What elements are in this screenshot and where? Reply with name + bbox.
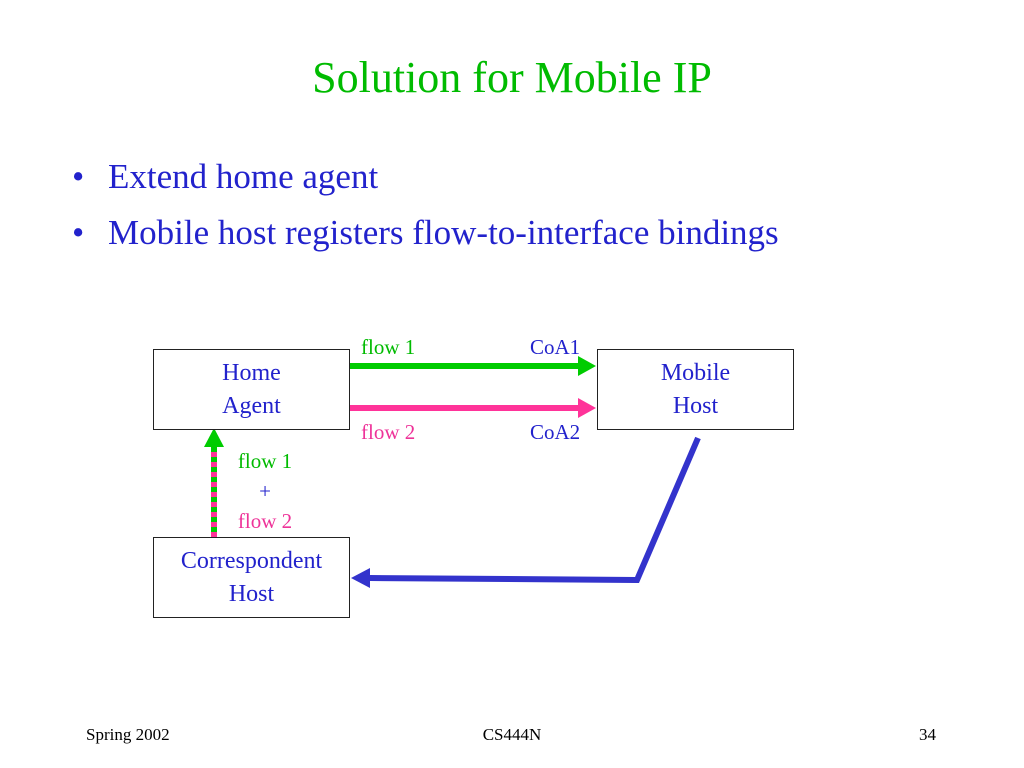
bullet-list: • Extend home agent • Mobile host regist…: [72, 152, 779, 264]
combined-flow-arrowhead-icon: [204, 428, 224, 447]
bullet-item: • Extend home agent: [72, 152, 779, 208]
mobile-host-label-line2: Host: [672, 392, 719, 419]
flow1-arrowhead-icon: [578, 356, 596, 376]
footer-left: Spring 2002: [86, 725, 170, 744]
flow1-arrow: [350, 356, 596, 376]
correspondent-host-label-line1: Correspondent: [180, 547, 323, 574]
bullet-item: • Mobile host registers flow-to-interfac…: [72, 208, 779, 264]
flow2-label: flow 2: [361, 420, 416, 444]
flow1-label: flow 1: [361, 335, 416, 359]
return-path-arrow: [351, 436, 701, 588]
coa1-label: CoA1: [530, 335, 581, 359]
combined-flow-label: flow 1 + flow 2: [226, 446, 304, 536]
return-path-shaft: [369, 436, 701, 584]
footer-center: CS444N: [482, 725, 542, 744]
bullet-dot-icon: •: [72, 213, 85, 252]
combined-flow-arrow: [204, 428, 224, 537]
flow2-arrow: [350, 398, 596, 418]
slide-title: Solution for Mobile IP: [312, 53, 712, 102]
correspondent-host-box: Correspondent Host: [153, 537, 350, 618]
bullet-dot-icon: •: [72, 157, 85, 196]
home-agent-label-line1: Home: [222, 359, 281, 386]
combined-flow-plus: +: [259, 479, 271, 503]
return-path-arrowhead-icon: [351, 568, 370, 588]
bullet-text: Extend home agent: [108, 157, 379, 196]
footer-page-number: 34: [919, 725, 936, 744]
combined-flow-line2: flow 2: [237, 509, 293, 533]
home-agent-label-line2: Agent: [222, 392, 281, 419]
bullet-text: Mobile host registers flow-to-interface …: [108, 213, 779, 252]
flow2-arrowhead-icon: [578, 398, 596, 418]
combined-flow-line1: flow 1: [237, 449, 293, 473]
mobile-host-label-line1: Mobile: [660, 359, 731, 386]
coa2-label: CoA2: [530, 420, 581, 444]
correspondent-host-label-line2: Host: [228, 580, 275, 607]
mobile-host-box: Mobile Host: [597, 349, 794, 430]
home-agent-box: Home Agent: [153, 349, 350, 430]
